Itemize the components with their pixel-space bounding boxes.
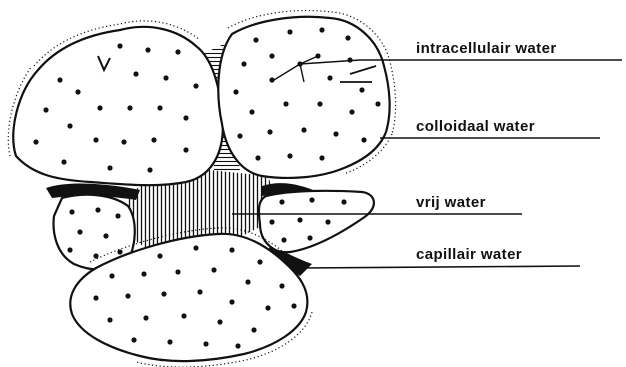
particle-top-right <box>218 17 389 178</box>
label-colloidal-water: colloidaal water <box>416 118 535 135</box>
particle-top-left <box>13 27 223 185</box>
leader-capillary <box>300 266 580 268</box>
label-free-water: vrij water <box>416 194 486 211</box>
particle-mid-right <box>259 191 374 252</box>
label-capillary-water: capillair water <box>416 246 522 263</box>
label-intracellular-water: intracellulair water <box>416 40 557 57</box>
